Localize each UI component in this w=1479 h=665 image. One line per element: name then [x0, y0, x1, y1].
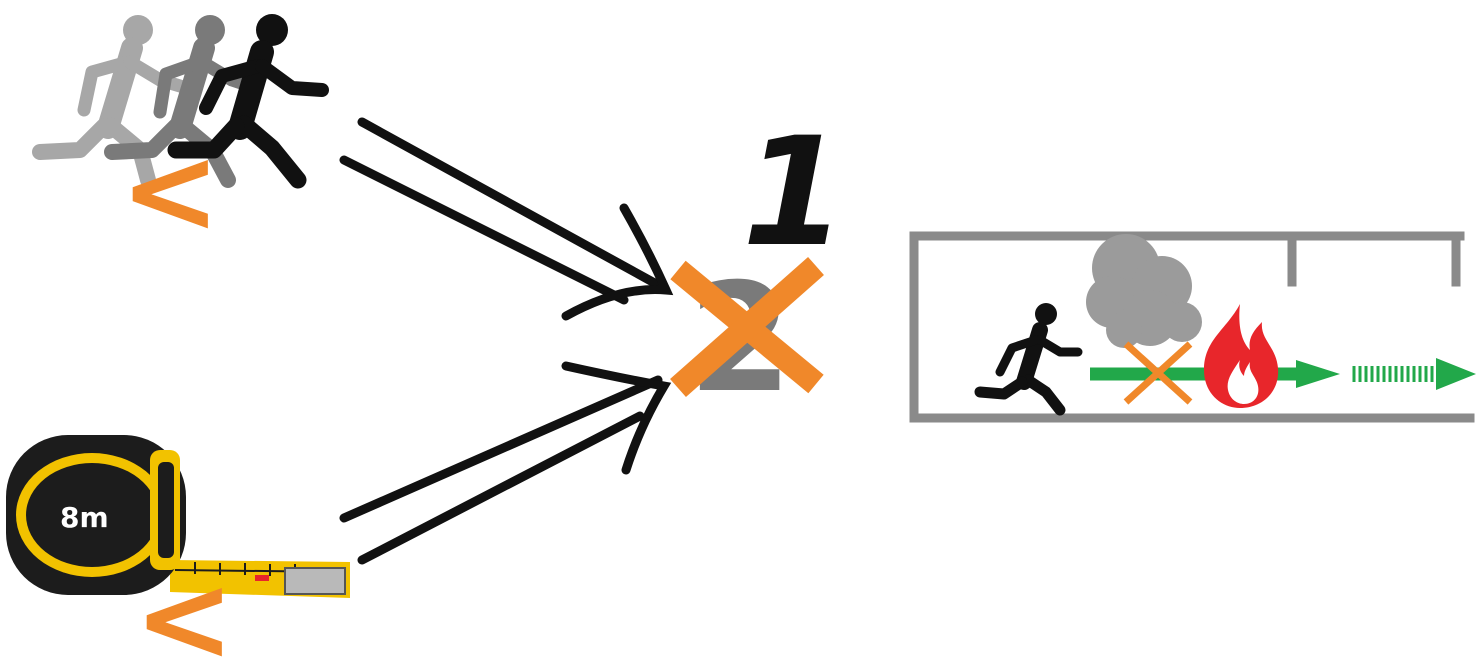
corridor-exit-icon [914, 234, 1476, 418]
fire-icon [1204, 304, 1278, 408]
arrow-from-tape [344, 366, 664, 560]
arrow-from-runners [344, 122, 666, 316]
smoke-cloud-icon [1086, 234, 1202, 348]
tape-length-label: 8m [60, 501, 109, 534]
exit-runner-icon [980, 303, 1078, 410]
runners-less-than-symbol: < [120, 122, 221, 261]
tape-less-than-symbol: < [134, 550, 235, 665]
